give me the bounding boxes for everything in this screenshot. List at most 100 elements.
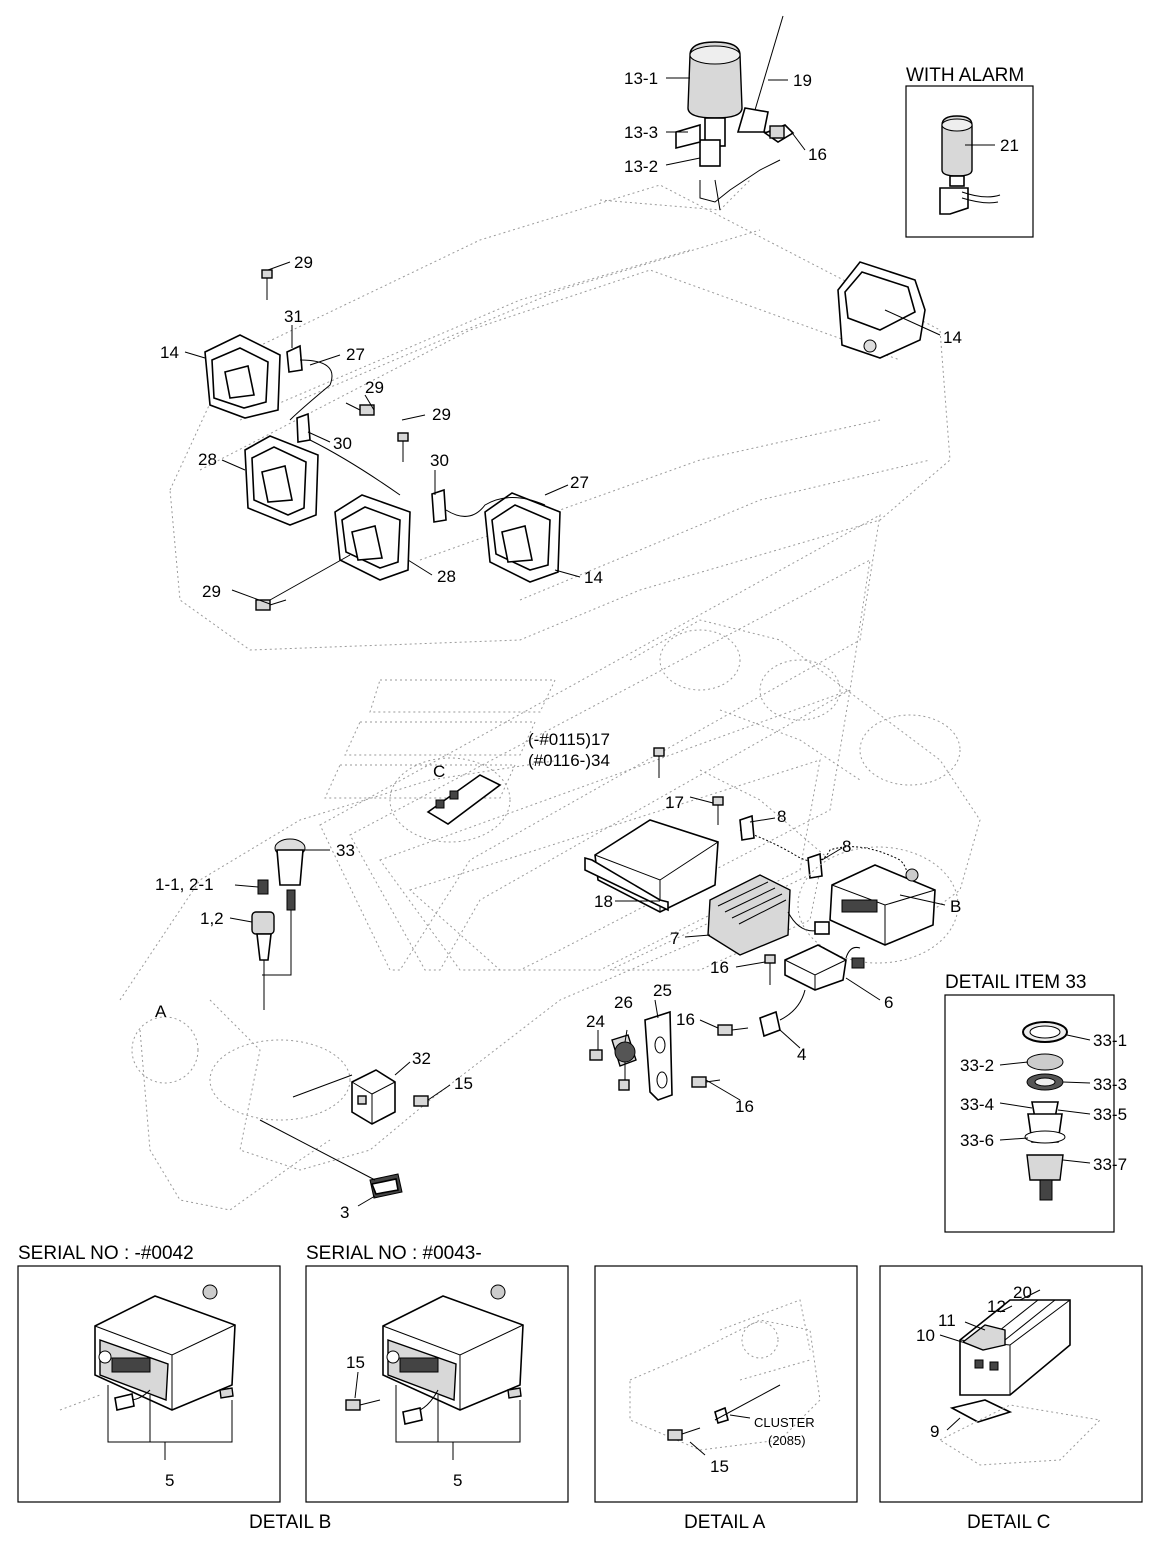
buzzer-26 [611,1034,637,1091]
cab-outline-ghost [119,179,981,1211]
bolts [255,125,785,1107]
label-33-7: 33-7 [1093,1155,1127,1174]
label-27: 27 [346,345,365,364]
label-18: 18 [594,892,613,911]
label-17-34-b: (#0116-)34 [528,751,610,770]
label-7: 7 [670,929,679,948]
detail-a-caption: DETAIL A [684,1512,766,1533]
work-lamp-14-rear [837,261,926,359]
label-1-2: 1,2 [200,909,224,928]
label-14: 14 [584,568,603,587]
bracket-25 [644,1010,673,1101]
label-28: 28 [198,450,217,469]
detail-c-caption: DETAIL C [967,1512,1050,1533]
label-5: 5 [165,1471,174,1490]
detail-item-33-box [944,994,1115,1233]
detail-a-cluster [629,1299,821,1451]
label-13-1: 13-1 [624,69,658,88]
label-26: 26 [614,993,633,1012]
lighter-exploded-parts [1022,1021,1068,1201]
detail-a-circle [131,1016,199,1084]
radio-serial-a [59,1284,236,1460]
serial-b-box [305,1265,569,1503]
label-6: 6 [884,993,893,1012]
cluster-label: CLUSTER [754,1415,815,1430]
label-13-3: 13-3 [624,123,658,142]
label-16: 16 [710,958,729,977]
detail-b-caption: DETAIL B [249,1512,331,1533]
label-12: 12 [987,1297,1006,1316]
label-16: 16 [735,1097,754,1116]
cluster-number: (2085) [768,1433,806,1448]
alarm-beacon-21 [939,115,1001,215]
label-8: 8 [842,837,851,856]
label-a: A [155,1002,167,1021]
label-29: 29 [365,378,384,397]
controller-18 [584,819,719,913]
label-15: 15 [346,1353,365,1372]
label-15: 15 [454,1074,473,1093]
label-9: 9 [930,1422,939,1441]
label-33-1: 33-1 [1093,1031,1127,1050]
brackets-and-wires [286,344,908,881]
label-24: 24 [586,1012,605,1031]
leader-lines [184,77,1091,1456]
label-33-3: 33-3 [1093,1075,1127,1094]
work-lamp-28-left [244,435,319,526]
label-21: 21 [1000,136,1019,155]
label-33-6: 33-6 [960,1131,994,1150]
label-31: 31 [284,307,303,326]
label-28: 28 [437,567,456,586]
detail-c-switches [938,1299,1102,1466]
label-29: 29 [202,582,221,601]
cigar-lighter-33 [262,838,306,976]
label-16: 16 [808,145,827,164]
section-captions: WITH ALARM DETAIL ITEM 33 SERIAL NO : -#… [18,65,1086,1533]
work-lamp-14-left [204,334,281,419]
label-30: 30 [430,451,449,470]
serial-b-title: SERIAL NO : #0043- [306,1243,482,1264]
label-13-2: 13-2 [624,157,658,176]
decal-stripes [319,514,881,971]
label-4: 4 [797,1045,806,1064]
label-33-2: 33-2 [960,1056,994,1075]
serial-a-box [17,1265,281,1503]
label-5: 5 [453,1471,462,1490]
label-8: 8 [777,807,786,826]
label-1-1-2-1: 1-1, 2-1 [155,875,214,894]
label-25: 25 [653,981,672,1000]
detail-c-circle [389,757,511,843]
label-3: 3 [340,1203,349,1222]
relay-7 [707,874,830,956]
label-30: 30 [333,434,352,453]
switch-panel-c [426,774,502,825]
ignition-switch-1-2 [251,879,275,1010]
module-6 [784,944,865,991]
with-alarm-box [905,85,1034,238]
detail-item-33-title: DETAIL ITEM 33 [945,972,1086,993]
label-14: 14 [943,328,962,347]
label-20: 20 [1013,1283,1032,1302]
label-17-34-a: (-#0115)17 [528,730,610,749]
label-27: 27 [570,473,589,492]
connector-4 [759,989,806,1038]
radio-b [829,864,936,946]
work-lamp-14-right-front [484,492,561,583]
with-alarm-title: WITH ALARM [906,65,1024,86]
label-32: 32 [412,1049,431,1068]
radio-serial-b [345,1284,524,1460]
label-17: 17 [665,793,684,812]
label-29: 29 [432,405,451,424]
label-19: 19 [793,71,812,90]
antenna-19 [736,15,795,143]
callout-labels: 13-1 19 13-3 16 13-2 21 29 31 14 27 29 2… [155,69,1127,1490]
beacon-lamp-13-1 [675,41,743,167]
label-11: 11 [938,1311,956,1330]
label-33: 33 [336,841,355,860]
label-33-5: 33-5 [1093,1105,1127,1124]
detail-b-circle [797,846,959,964]
label-10: 10 [916,1326,935,1345]
detail-c-box [879,1265,1143,1503]
label-29: 29 [294,253,313,272]
